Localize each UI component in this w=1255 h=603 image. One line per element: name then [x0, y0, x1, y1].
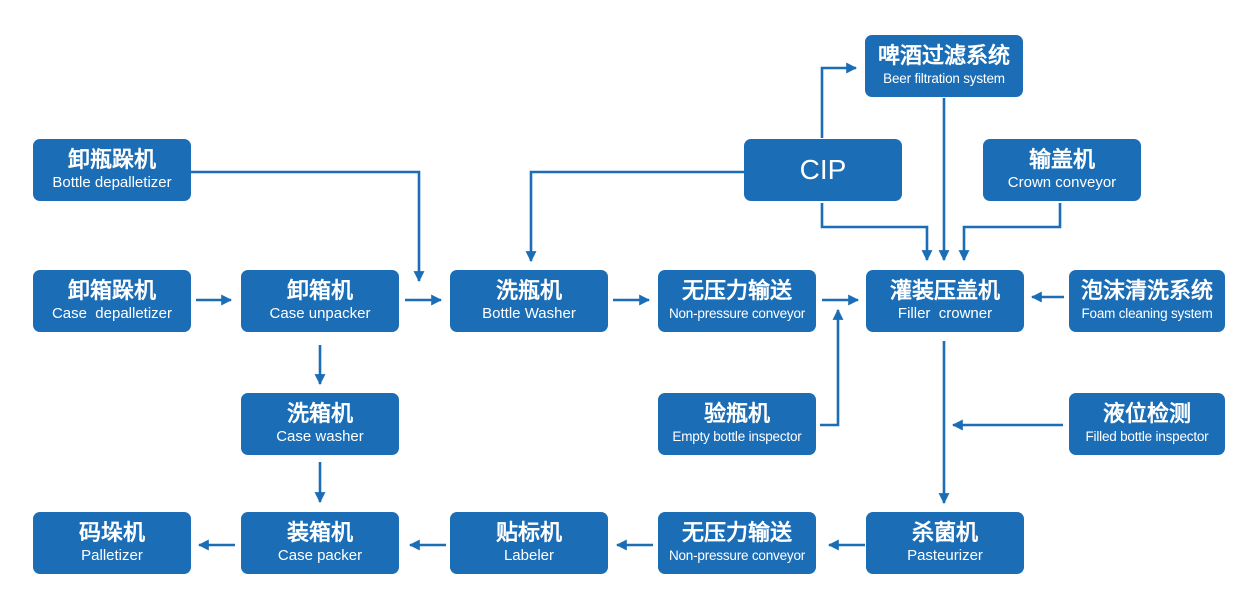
node-case-depalletizer: 卸箱跺机 Case depalletizer	[33, 270, 191, 332]
node-label-zh: 啤酒过滤系统	[877, 43, 1010, 69]
node-beer-filtration-system: 啤酒过滤系统 Beer filtration system	[865, 35, 1023, 97]
arrow-cip-to-bottle-washer	[525, 170, 744, 263]
node-label-zh: 液位检测	[1102, 401, 1191, 427]
node-empty-bottle-inspector: 验瓶机 Empty bottle inspector	[658, 393, 816, 455]
node-bottle-washer: 洗瓶机 Bottle Washer	[450, 270, 608, 332]
node-bottle-depalletizer: 卸瓶跺机 Bottle depalletizer	[33, 139, 191, 201]
node-label-en: Bottle Washer	[482, 304, 576, 322]
node-foam-cleaning-system: 泡沫清洗系统 Foam cleaning system	[1069, 270, 1225, 332]
node-label-en: Palletizer	[81, 546, 143, 564]
node-labeler: 贴标机 Labeler	[450, 512, 608, 574]
node-case-washer: 洗箱机 Case washer	[241, 393, 399, 455]
node-label: CIP	[799, 154, 847, 185]
node-label-en: Filled bottle inspector	[1085, 428, 1209, 444]
arrow-bottle-depalletizer-to-bottle-washer	[191, 170, 425, 283]
node-case-unpacker: 卸箱机 Case unpacker	[241, 270, 399, 332]
node-label-en: Filler crowner	[897, 304, 993, 322]
node-label-en: Labeler	[503, 546, 555, 564]
node-label-zh: 无压力输送	[681, 278, 792, 304]
node-label-zh: 卸箱跺机	[67, 278, 156, 304]
node-cip: CIP	[744, 139, 902, 201]
node-label-zh: 灌装压盖机	[889, 278, 1000, 304]
node-pasteurizer: 杀菌机 Pasteurizer	[866, 512, 1024, 574]
node-crown-conveyor: 输盖机 Crown conveyor	[983, 139, 1141, 201]
node-filler-crowner: 灌装压盖机 Filler crowner	[866, 270, 1024, 332]
node-label-en: Case depalletizer	[51, 304, 173, 322]
node-label-zh: 杀菌机	[911, 520, 978, 546]
node-label-en: Foam cleaning system	[1081, 305, 1213, 321]
node-label-zh: 验瓶机	[703, 401, 770, 427]
node-label-en: Crown conveyor	[1007, 173, 1117, 191]
node-label-en: Non-pressure conveyor	[668, 305, 806, 321]
node-label-en: Empty bottle inspector	[672, 428, 802, 444]
node-label-en: Bottle depalletizer	[52, 173, 172, 191]
node-label-zh: 无压力输送	[681, 520, 792, 546]
node-case-packer: 装箱机 Case packer	[241, 512, 399, 574]
node-label-zh: 贴标机	[495, 520, 562, 546]
node-label-zh: 装箱机	[286, 520, 353, 546]
arrow-crown-conveyor-to-filler	[958, 203, 1062, 262]
node-label-zh: 码垛机	[78, 520, 145, 546]
node-label-en: Pasteurizer	[907, 546, 983, 564]
node-label-en: Case unpacker	[269, 304, 371, 322]
node-label-en: Case washer	[276, 427, 364, 445]
node-label-en: Case packer	[277, 546, 363, 564]
arrow-empty-bottle-inspector-to-filler	[820, 308, 844, 427]
node-non-pressure-conveyor-top: 无压力输送 Non-pressure conveyor	[658, 270, 816, 332]
node-palletizer: 码垛机 Palletizer	[33, 512, 191, 574]
node-label-zh: 洗箱机	[286, 401, 353, 427]
node-label-zh: 卸箱机	[286, 278, 353, 304]
node-label-zh: 卸瓶跺机	[67, 147, 156, 173]
node-label-zh: 泡沫清洗系统	[1080, 278, 1213, 304]
node-label-en: Non-pressure conveyor	[668, 547, 806, 563]
node-non-pressure-conveyor-bottom: 无压力输送 Non-pressure conveyor	[658, 512, 816, 574]
node-label-zh: 输盖机	[1028, 147, 1095, 173]
node-label-zh: 洗瓶机	[495, 278, 562, 304]
arrow-cip-to-filler	[820, 203, 933, 262]
arrow-cip-to-beer-filtration	[820, 62, 858, 138]
node-filled-bottle-inspector: 液位检测 Filled bottle inspector	[1069, 393, 1225, 455]
node-label-en: Beer filtration system	[883, 70, 1005, 86]
